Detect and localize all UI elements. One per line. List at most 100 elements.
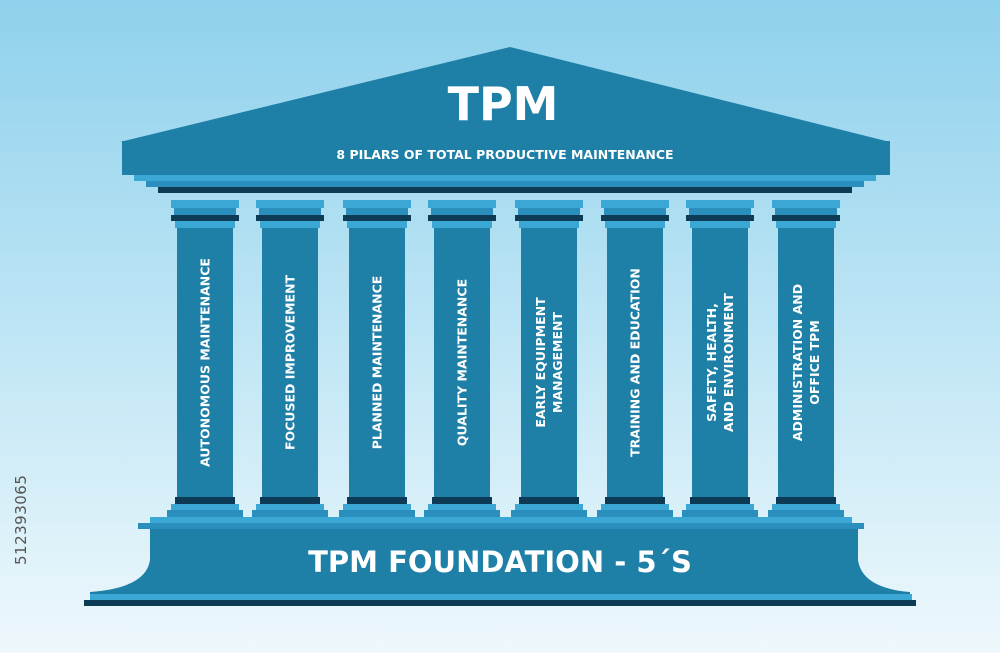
pillar-capital: [689, 208, 751, 215]
pillar-label-line: MANAGEMENT: [550, 312, 565, 413]
pillar-capital: [171, 215, 239, 221]
pillar-label-line: FOCUSED IMPROVEMENT: [283, 274, 298, 450]
pillar-label-line: SAFETY, HEALTH,: [704, 303, 719, 422]
pillar-label-line: AUTONOMOUS MAINTENANCE: [198, 258, 213, 467]
pillar-base: [432, 497, 492, 504]
pillar-label-line: PLANNED MAINTENANCE: [370, 276, 385, 450]
temple-foundation: TPM FOUNDATION - 5´S: [84, 517, 916, 606]
foundation-step: [150, 517, 852, 523]
foundation-strip: [84, 600, 916, 606]
pillar-capital: [428, 215, 496, 221]
pillar-label-line: ADMINISTRATION AND: [790, 284, 805, 441]
pillar-shaft: [521, 228, 577, 497]
stock-image-id: 512393065: [12, 474, 30, 566]
pillar-base: [519, 497, 579, 504]
pillar-capital: [604, 208, 666, 215]
roof-pediment: [120, 47, 890, 142]
pillar-label-line: TRAINING AND EDUCATION: [628, 268, 643, 457]
pillar-base: [347, 497, 407, 504]
pillar-base: [768, 510, 844, 517]
pillar-capital: [431, 208, 493, 215]
pillar-base: [682, 510, 758, 517]
pillars: AUTONOMOUS MAINTENANCE FOCUSED IMPROVEMEN…: [167, 200, 844, 517]
roof-step: [146, 181, 864, 187]
pillar-shaft: [262, 228, 318, 497]
pillar-shaft: [177, 228, 233, 497]
pillar-base: [167, 510, 243, 517]
pillar-capital: [259, 208, 321, 215]
foundation-label: TPM FOUNDATION - 5´S: [308, 545, 692, 579]
pillar-base: [260, 497, 320, 504]
pillar-base: [605, 497, 665, 504]
pillar-label-line: OFFICE TPM: [807, 320, 822, 405]
pillar-capital: [772, 200, 840, 208]
temple-roof: TPM 8 PILARS OF TOTAL PRODUCTIVE MAINTEN…: [120, 47, 890, 193]
pillar-capital: [686, 215, 754, 221]
pillar-6: TRAINING AND EDUCATION: [597, 200, 673, 517]
pillar-capital: [518, 208, 580, 215]
pillar-base: [252, 510, 328, 517]
pillar-label-line: EARLY EQUIPMENT: [533, 297, 548, 428]
pillar-shaft: [349, 228, 405, 497]
pillar-label: AUTONOMOUS MAINTENANCE: [198, 258, 213, 467]
pillar-capital: [175, 221, 235, 228]
pillar-1: AUTONOMOUS MAINTENANCE: [167, 200, 243, 517]
pillar-shaft: [778, 228, 834, 497]
pillar-capital: [343, 215, 411, 221]
pillar-7: SAFETY, HEALTH,AND ENVIRONMENT: [682, 200, 758, 517]
pillar-base: [256, 504, 324, 510]
pillar-label: QUALITY MAINTENANCE: [455, 279, 470, 446]
pillar-capital: [256, 215, 324, 221]
pillar-capital: [174, 208, 236, 215]
pillar-label: SAFETY, HEALTH,AND ENVIRONMENT: [704, 293, 736, 432]
roof-step: [134, 175, 876, 181]
pillar-capital: [432, 221, 492, 228]
roof-entablature: [122, 141, 890, 175]
pillar-capital: [515, 200, 583, 208]
pillar-capital: [171, 200, 239, 208]
pillar-capital: [772, 215, 840, 221]
pillar-capital: [347, 221, 407, 228]
pillar-capital: [605, 221, 665, 228]
pillar-capital: [776, 221, 836, 228]
foundation-step: [138, 523, 864, 529]
pillar-label: PLANNED MAINTENANCE: [370, 276, 385, 450]
pillar-label: TRAINING AND EDUCATION: [628, 268, 643, 457]
pillar-shaft: [692, 228, 748, 497]
pillar-capital: [343, 200, 411, 208]
pillar-base: [772, 504, 840, 510]
pillar-capital: [256, 200, 324, 208]
pillar-base: [690, 497, 750, 504]
pillar-capital: [515, 215, 583, 221]
pillar-base: [175, 497, 235, 504]
pillar-2: FOCUSED IMPROVEMENT: [252, 200, 328, 517]
pillar-base: [776, 497, 836, 504]
pillar-capital: [690, 221, 750, 228]
tpm-title: TPM: [448, 77, 559, 131]
pillar-capital: [601, 200, 669, 208]
pillar-capital: [346, 208, 408, 215]
pillar-capital: [260, 221, 320, 228]
pillar-capital: [686, 200, 754, 208]
foundation-strip: [90, 594, 912, 600]
pillar-shaft: [607, 228, 663, 497]
pillar-capital: [601, 215, 669, 221]
pillar-4: QUALITY MAINTENANCE: [424, 200, 500, 517]
pillar-base: [686, 504, 754, 510]
pillar-3: PLANNED MAINTENANCE: [339, 200, 415, 517]
pillar-base: [597, 510, 673, 517]
pillar-base: [601, 504, 669, 510]
foundation-base: [90, 529, 910, 594]
pillar-shaft: [434, 228, 490, 497]
pillar-capital: [775, 208, 837, 215]
pillar-base: [343, 504, 411, 510]
pillar-base: [171, 504, 239, 510]
pillar-label-line: QUALITY MAINTENANCE: [455, 279, 470, 446]
pillar-base: [424, 510, 500, 517]
pillar-label-line: AND ENVIRONMENT: [721, 293, 736, 432]
